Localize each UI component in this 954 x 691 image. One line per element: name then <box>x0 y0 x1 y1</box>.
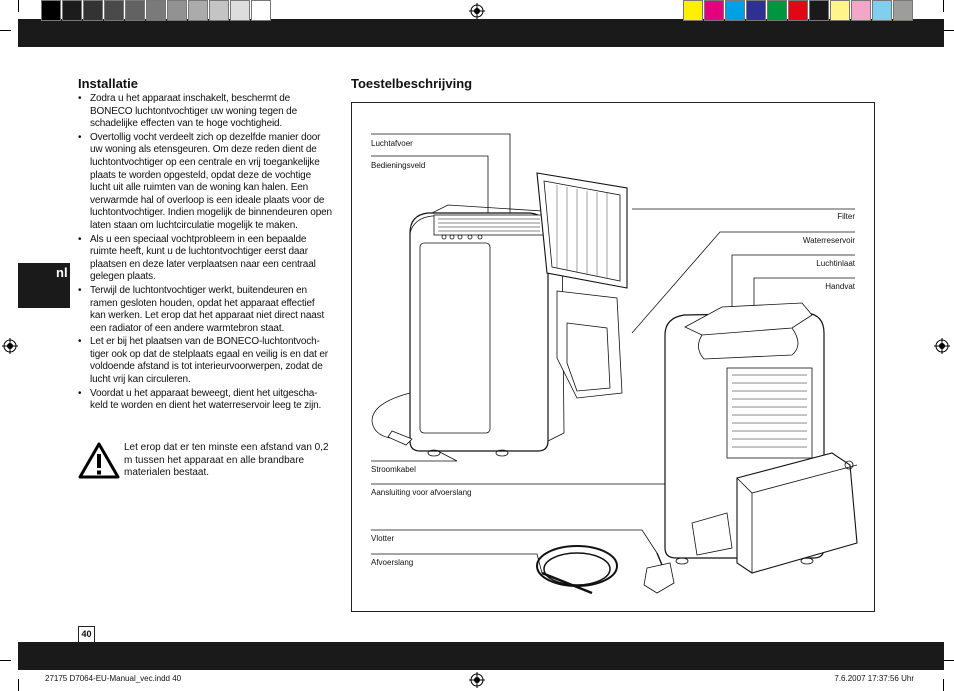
label-waterreservoir: Waterreservoir <box>802 236 855 245</box>
crop-mark <box>0 30 11 31</box>
label-afvoerslang: Afvoerslang <box>371 558 414 567</box>
bullet-item: Overtollig vocht verdeelt zich op dezelf… <box>78 132 332 233</box>
bottom-bar <box>18 642 944 670</box>
label-handvat: Handvat <box>825 282 855 291</box>
gray-swatch <box>209 0 229 21</box>
label-luchtafvoer: Luchtafvoer <box>371 139 413 148</box>
color-swatch <box>872 0 892 21</box>
page-number: 40 <box>78 626 95 642</box>
footer-date: 7.6.2007 17:37:56 Uhr <box>834 674 914 683</box>
crop-mark <box>18 679 19 691</box>
label-stroomkabel: Stroomkabel <box>371 465 416 474</box>
crop-mark <box>0 660 11 661</box>
installatie-text: Zodra u het apparaat inschakelt, bescher… <box>78 93 332 414</box>
gray-swatch <box>83 0 103 21</box>
warning-triangle-icon <box>78 442 120 479</box>
color-swatch <box>725 0 745 21</box>
label-aansluiting: Aansluiting voor afvoerslang <box>371 488 472 497</box>
gray-color-bar <box>41 0 272 21</box>
color-swatch <box>893 0 913 21</box>
crop-mark <box>943 30 954 31</box>
gray-swatch <box>41 0 61 21</box>
top-bar <box>18 19 944 47</box>
color-swatch <box>809 0 829 21</box>
registration-mark-icon <box>2 338 18 354</box>
gray-swatch <box>167 0 187 21</box>
label-vlotter: Vlotter <box>371 534 395 543</box>
footer-file-info: 27175 D7064-EU-Manual_vec.indd 40 <box>45 674 182 683</box>
registration-mark-icon <box>934 338 950 354</box>
registration-mark-icon <box>469 3 485 19</box>
warning-text: Let erop dat er ten minste een afstand v… <box>124 442 329 479</box>
label-filter: Filter <box>837 212 855 221</box>
gray-swatch <box>125 0 145 21</box>
crop-mark <box>943 0 944 12</box>
label-luchtinlaat: Luchtinlaat <box>816 259 855 268</box>
label-bedieningsveld: Bedieningsveld <box>371 161 426 170</box>
bullet-item: Let er bij het plaatsen van de BONECO-lu… <box>78 336 332 386</box>
gray-swatch <box>104 0 124 21</box>
gray-swatch <box>146 0 166 21</box>
bullet-item: Als u een speciaal vochtprobleem in een … <box>78 234 332 284</box>
color-swatch <box>746 0 766 21</box>
color-swatch <box>788 0 808 21</box>
bullet-item: Voordat u het apparaat beweegt, dient he… <box>78 388 332 413</box>
color-swatch <box>830 0 850 21</box>
toestel-heading: Toestelbeschrijving <box>351 76 473 91</box>
installatie-heading: Installatie <box>78 76 138 91</box>
gray-swatch <box>188 0 208 21</box>
gray-swatch <box>251 0 271 21</box>
process-color-bar <box>683 0 914 21</box>
color-swatch <box>851 0 871 21</box>
color-swatch <box>767 0 787 21</box>
gray-swatch <box>230 0 250 21</box>
dehumidifier-illustration <box>371 133 858 595</box>
crop-mark <box>943 679 944 691</box>
language-tab: nl <box>18 263 70 308</box>
gray-swatch <box>62 0 82 21</box>
device-figure: Luchtafvoer Bedieningsveld Filter Waterr… <box>351 102 875 612</box>
registration-mark-icon <box>469 672 485 688</box>
bullet-item: Terwijl de luchtontvochtiger werkt, buit… <box>78 285 332 335</box>
crop-mark <box>18 0 19 12</box>
crop-mark <box>943 660 954 661</box>
color-swatch <box>704 0 724 21</box>
color-swatch <box>683 0 703 21</box>
bullet-item: Zodra u het apparaat inschakelt, bescher… <box>78 93 332 131</box>
